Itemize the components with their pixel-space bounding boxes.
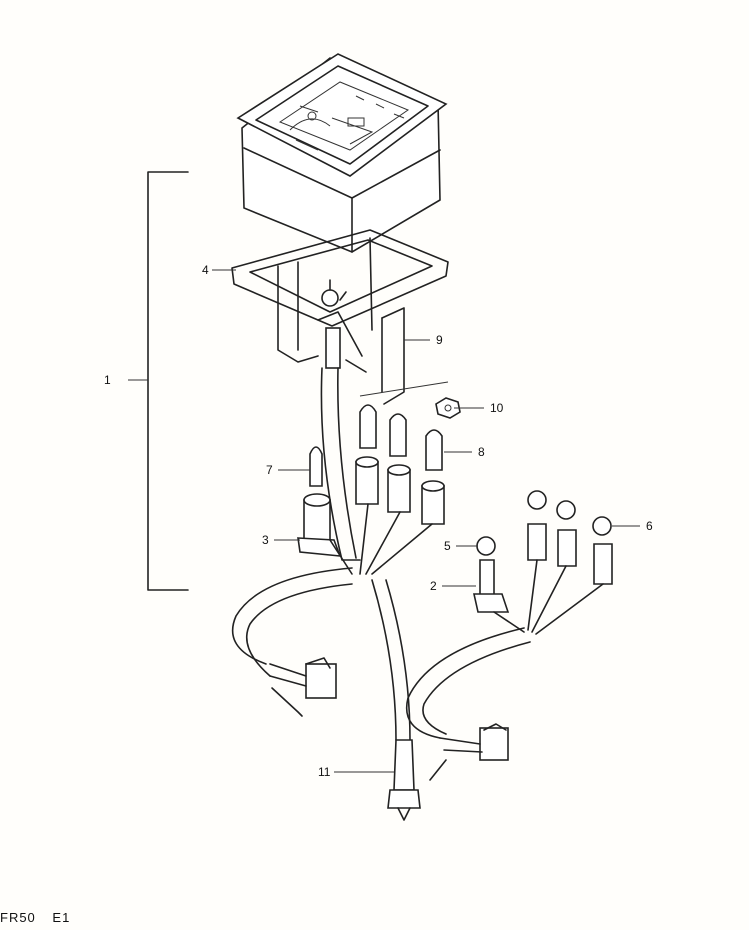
main-loom	[320, 279, 411, 741]
callout-8: 8	[478, 445, 485, 459]
callout-5: 5	[444, 539, 451, 553]
gasket	[231, 229, 449, 327]
callout-10: 10	[490, 401, 504, 415]
callout-2: 2	[430, 579, 437, 593]
nut	[435, 397, 461, 419]
left-sub-harness	[231, 567, 353, 717]
callout-6: 6	[646, 519, 653, 533]
meter-assembly	[236, 53, 448, 331]
footer-model: FR50	[0, 910, 36, 925]
callout-9: 9	[436, 333, 443, 347]
speedo-cable	[387, 739, 421, 821]
left-socket-group	[297, 404, 445, 575]
callout-4: 4	[202, 263, 209, 277]
callout-3: 3	[262, 533, 269, 547]
assembly-bracket	[147, 171, 189, 591]
leader-lines	[128, 269, 640, 773]
footer-region: E1	[52, 910, 71, 925]
footer-code: FR50 E1	[0, 910, 70, 925]
callout-1: 1	[104, 373, 111, 387]
bracket	[277, 261, 405, 405]
right-socket-group	[473, 490, 613, 635]
right-sub-harness	[406, 627, 531, 781]
callout-7: 7	[266, 463, 273, 477]
callout-11: 11	[318, 765, 331, 779]
